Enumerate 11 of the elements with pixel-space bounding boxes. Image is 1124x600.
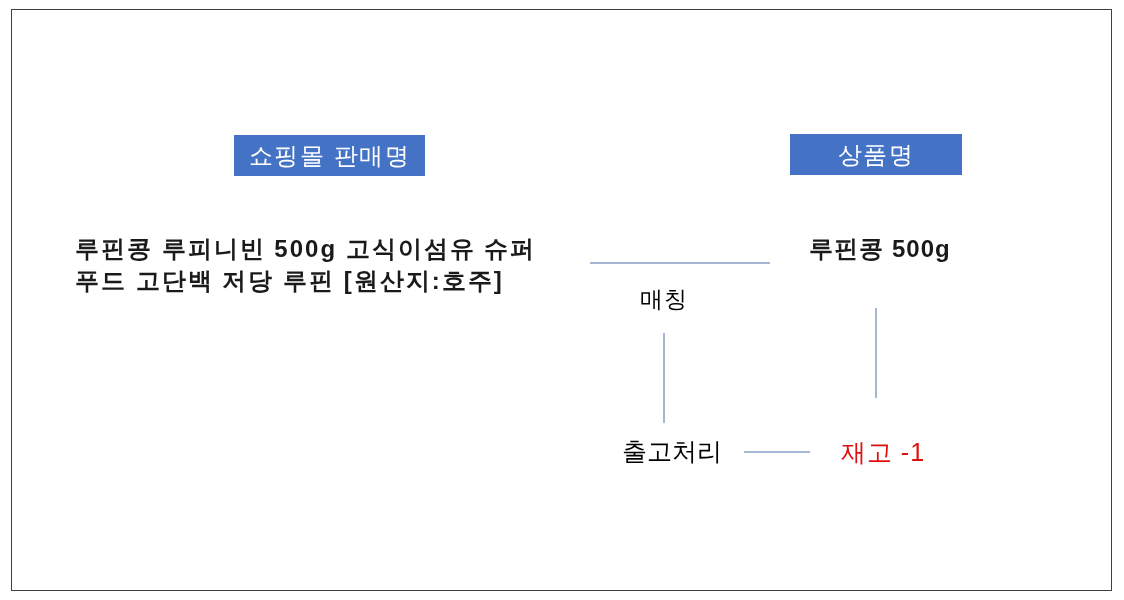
stock-change-label: 재고 -1: [840, 437, 926, 467]
connector-line: [875, 307, 877, 399]
column-header: 쇼핑몰 판매명: [234, 135, 425, 176]
process-label: 매칭: [640, 285, 688, 314]
connector-line: [743, 451, 811, 453]
product-name: 루핀콩 500g: [809, 234, 951, 264]
process-label: 출고처리: [622, 436, 722, 466]
connector-line: [663, 332, 665, 424]
column-header: 상품명: [790, 134, 962, 175]
product-name: 루핀콩 루피니빈 500g 고식이섬유 슈퍼푸드 고단백 저당 루핀 [원산지:호주]: [75, 234, 538, 296]
connector-line: [589, 262, 771, 264]
